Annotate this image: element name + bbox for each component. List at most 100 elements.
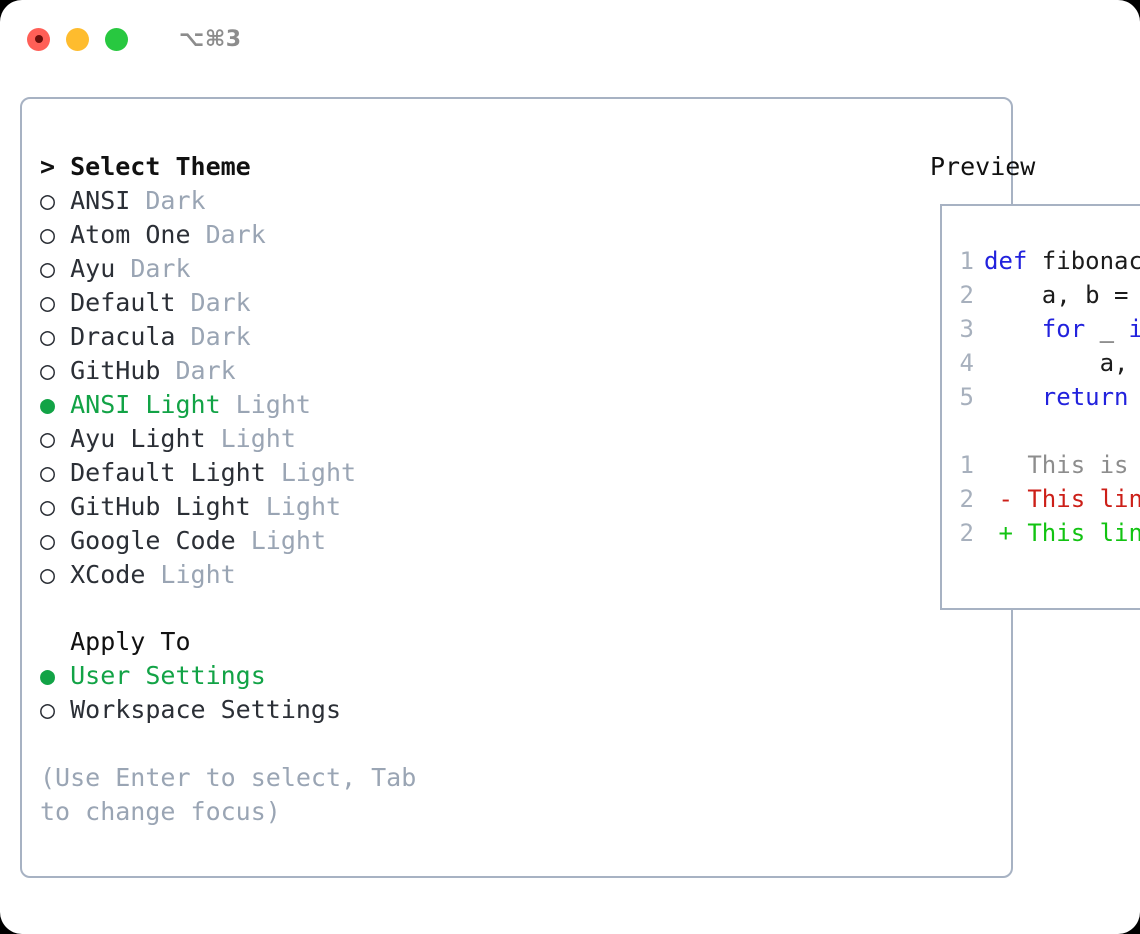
select-theme-header: > Select Theme xyxy=(40,152,251,181)
code-token: + This line was added. xyxy=(998,519,1140,547)
close-button[interactable] xyxy=(27,27,50,51)
theme-option-category: Dark xyxy=(190,220,266,249)
maximize-button[interactable] xyxy=(105,27,128,51)
radio-unselected-icon: ○ xyxy=(40,186,71,215)
radio-unselected-icon: ○ xyxy=(40,492,71,521)
radio-selected-icon: ● xyxy=(40,390,71,419)
theme-option-label: Ayu Light xyxy=(70,424,206,453)
preview-title: Preview xyxy=(930,152,1036,181)
minimize-button[interactable] xyxy=(66,27,89,51)
apply-to-option-label: User Settings xyxy=(70,661,266,690)
code-token: a xyxy=(1129,383,1140,411)
line-number: 2 xyxy=(959,485,974,513)
theme-option-category: Light xyxy=(205,424,296,453)
theme-option-label: ANSI xyxy=(70,186,131,215)
theme-option-category: Light xyxy=(265,458,357,487)
keyboard-shortcut-label: ⌥⌘3 xyxy=(179,26,242,52)
code-token: a, b = xyxy=(984,281,1140,309)
code-token: This is a context line. xyxy=(1027,451,1129,479)
line-number: 2 xyxy=(959,519,974,547)
radio-selected-icon: ● xyxy=(40,661,71,690)
apply-to-option-label: Workspace Settings xyxy=(70,695,342,724)
apply-to-option-user-settings[interactable]: ● User Settings xyxy=(40,659,450,693)
theme-option-label: GitHub xyxy=(70,356,161,385)
theme-list-column: > Select Theme ○ ANSI Dark○ Atom One Dar… xyxy=(22,99,450,876)
theme-option-category: Dark xyxy=(130,186,206,215)
code-token: def xyxy=(984,247,1028,275)
diff-line: 2 - This line was deleted. xyxy=(954,482,1140,516)
code-line: 4 a, b = b, a + b xyxy=(954,346,1140,380)
code-token xyxy=(984,383,1042,411)
theme-option-label: XCode xyxy=(70,560,146,589)
radio-unselected-icon: ○ xyxy=(40,424,71,453)
code-token: fibonacci(n): xyxy=(1041,247,1140,275)
theme-option-atom-one[interactable]: ○ Atom One Dark xyxy=(40,218,450,252)
radio-unselected-icon: ○ xyxy=(40,254,71,283)
code-token: in xyxy=(1128,315,1140,343)
radio-unselected-icon: ○ xyxy=(40,560,71,589)
theme-option-category: Light xyxy=(250,492,342,521)
apply-to-option-workspace-settings[interactable]: ○ Workspace Settings xyxy=(40,693,450,727)
theme-option-default[interactable]: ○ Default Dark xyxy=(40,286,450,320)
radio-unselected-icon: ○ xyxy=(40,458,71,487)
theme-option-list[interactable]: ○ ANSI Dark○ Atom One Dark○ Ayu Dark○ De… xyxy=(40,184,450,592)
theme-option-google-code[interactable]: ○ Google Code Light xyxy=(40,524,450,558)
theme-option-category: Dark xyxy=(175,322,251,351)
apply-to-header: Apply To xyxy=(40,627,191,656)
theme-option-default-light[interactable]: ○ Default Light Light xyxy=(40,456,450,490)
code-token xyxy=(984,315,1042,343)
theme-option-label: Default xyxy=(70,288,176,317)
apply-to-option-list[interactable]: ● User Settings○ Workspace Settings xyxy=(40,659,450,727)
theme-option-dracula[interactable]: ○ Dracula Dark xyxy=(40,320,450,354)
theme-option-ansi[interactable]: ○ ANSI Dark xyxy=(40,184,450,218)
line-number: 4 xyxy=(959,349,974,377)
theme-option-label: Ayu xyxy=(70,254,116,283)
theme-option-category: Light xyxy=(220,390,311,419)
theme-option-ayu-light[interactable]: ○ Ayu Light Light xyxy=(40,422,450,456)
diff-sample: 1 This is a context line.2 - This line w… xyxy=(954,448,1140,550)
theme-option-github-light[interactable]: ○ GitHub Light Light xyxy=(40,490,450,524)
theme-option-label: Default Light xyxy=(70,458,266,487)
code-line: 1 def fibonacci(n): xyxy=(954,244,1140,278)
theme-option-category: Dark xyxy=(115,254,191,283)
code-line: 5 return a xyxy=(954,380,1140,414)
theme-option-label: Dracula xyxy=(70,322,176,351)
line-number: 5 xyxy=(959,383,974,411)
theme-option-category: Dark xyxy=(175,288,251,317)
preview-spacer xyxy=(954,414,1140,448)
theme-selector-panel: > Select Theme ○ ANSI Dark○ Atom One Dar… xyxy=(20,97,1140,878)
radio-unselected-icon: ○ xyxy=(40,288,71,317)
title-bar: ⌥⌘3 xyxy=(0,0,1140,78)
theme-option-xcode[interactable]: ○ XCode Light xyxy=(40,558,450,592)
line-number: 3 xyxy=(959,315,974,343)
line-number: 1 xyxy=(959,247,974,275)
diff-line: 1 This is a context line. xyxy=(954,448,1140,482)
theme-option-ayu[interactable]: ○ Ayu Dark xyxy=(40,252,450,286)
code-line: 2 a, b = 0, 1 xyxy=(954,278,1140,312)
code-token: a, b = b, a + b xyxy=(1099,349,1129,377)
theme-option-github[interactable]: ○ GitHub Dark xyxy=(40,354,450,388)
code-token: _ xyxy=(1085,315,1129,343)
theme-option-category: Light xyxy=(145,560,236,589)
traffic-light-group xyxy=(27,27,128,51)
diff-line: 2 + This line was added. xyxy=(954,516,1140,550)
theme-option-label: Atom One xyxy=(70,220,191,249)
theme-option-label: GitHub Light xyxy=(70,492,251,521)
theme-option-label: Google Code xyxy=(70,526,236,555)
keyboard-hint-text: (Use Enter to select, Tab to change focu… xyxy=(40,763,417,826)
theme-option-label: ANSI Light xyxy=(70,390,221,419)
code-line: 3 for _ in range(n): xyxy=(954,312,1140,346)
radio-unselected-icon: ○ xyxy=(40,695,71,724)
theme-option-category: Dark xyxy=(160,356,236,385)
theme-option-category: Light xyxy=(235,526,326,555)
code-token: return xyxy=(1041,383,1129,411)
radio-unselected-icon: ○ xyxy=(40,526,71,555)
theme-option-ansi-light[interactable]: ● ANSI Light Light xyxy=(40,388,450,422)
radio-unselected-icon: ○ xyxy=(40,356,71,385)
line-number: 1 xyxy=(959,451,974,479)
code-token: for xyxy=(1041,315,1086,343)
